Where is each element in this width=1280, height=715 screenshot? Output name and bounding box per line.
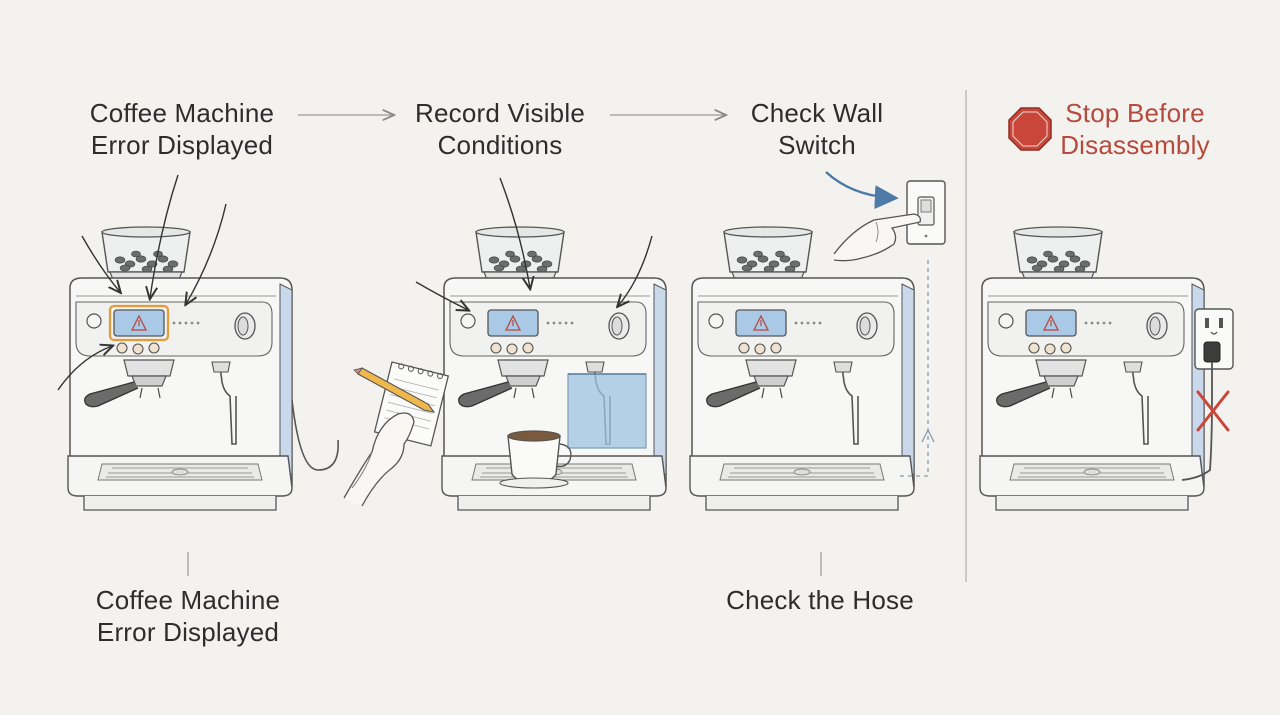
step-1-label-line-1: Coffee Machine <box>89 98 275 128</box>
stop-sign-icon <box>1008 107 1052 151</box>
hand-icon <box>343 412 415 507</box>
step-3-label-line-2: Switch <box>778 130 856 160</box>
pointer-arrow <box>81 235 120 292</box>
step-2-label-line-1: Record Visible <box>415 98 585 128</box>
curved-arrow <box>825 171 899 210</box>
pointer-arrow <box>499 177 530 288</box>
step-4-label-line-2: Disassembly <box>1060 130 1210 160</box>
dashed-arrow-head <box>921 429 935 443</box>
cross-icon <box>1196 390 1230 432</box>
step-2-label: Record Visible Conditions <box>380 97 620 161</box>
pencil-icon <box>353 367 436 413</box>
espresso-machine-2 <box>441 226 667 511</box>
bottom-label-hose: Check the Hose <box>700 584 940 616</box>
step-2-label-line-2: Conditions <box>437 130 563 160</box>
hose-dashed-line <box>900 260 929 477</box>
espresso-machine-3 <box>689 226 915 511</box>
pointer-arrow <box>186 203 227 304</box>
bottom-label-error-line-1: Coffee Machine <box>95 585 281 615</box>
bottom-label-hose-line-1: Check the Hose <box>726 585 914 615</box>
step-3-label-line-1: Check Wall <box>750 98 884 128</box>
espresso-machine-1 <box>67 226 293 511</box>
power-cord-1 <box>291 399 339 471</box>
step-3-label: Check Wall Switch <box>697 97 937 161</box>
espresso-machine-4 <box>979 226 1205 511</box>
pointer-arrow <box>57 346 112 391</box>
step-1-label: Coffee Machine Error Displayed <box>62 97 302 161</box>
hand-icon <box>833 213 922 262</box>
pointer-arrow <box>618 235 653 306</box>
step-4-label: Stop Before Disassembly <box>1050 97 1220 161</box>
pointer-arrow <box>415 281 468 310</box>
step-1-label-line-2: Error Displayed <box>90 130 274 160</box>
bottom-label-error-line-2: Error Displayed <box>96 617 280 647</box>
power-outlet-icon <box>1194 308 1234 370</box>
pointer-arrow <box>150 174 179 298</box>
bottom-label-error: Coffee Machine Error Displayed <box>68 584 308 648</box>
wall-switch-icon <box>906 180 946 245</box>
step-4-label-line-1: Stop Before <box>1065 98 1205 128</box>
coffee-cup-icon <box>499 430 572 489</box>
